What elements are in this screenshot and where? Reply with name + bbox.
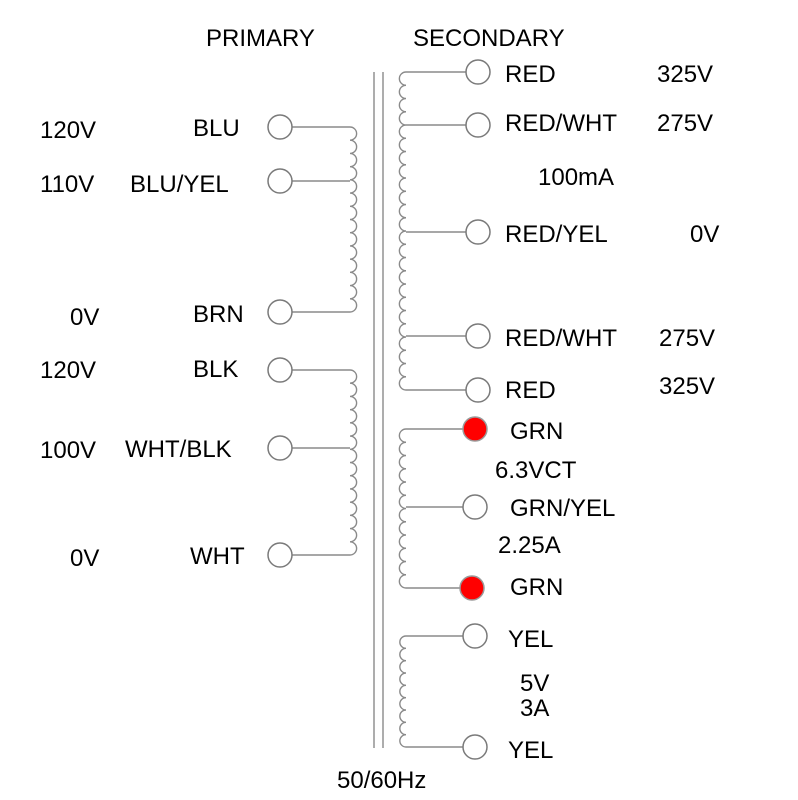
terminal-yel-1 <box>462 623 488 649</box>
terminal-grn-2 <box>459 575 485 601</box>
primary-1-color-2: BLU/YEL <box>130 171 229 198</box>
terminal-yel-2 <box>462 734 488 760</box>
primary-winding-2: 120V BLK 100V WHT/BLK 0V WHT <box>40 356 358 572</box>
transformer-core <box>373 72 384 748</box>
hv-color-5: RED <box>505 377 556 404</box>
primary-2-color-3: WHT <box>190 543 245 570</box>
hv-color-1: RED <box>505 61 556 88</box>
terminal-wht-blk <box>267 435 293 461</box>
heater63-color-1: GRN <box>510 418 563 445</box>
terminal-grn-1 <box>462 416 488 442</box>
heater5-current: 3A <box>520 695 549 722</box>
hv-current: 100mA <box>538 164 614 191</box>
hv-voltage-4: 275V <box>659 325 715 352</box>
secondary-hv-winding: RED 325V RED/WHT 275V 100mA RED/YEL 0V R… <box>398 59 719 404</box>
secondary-6v3-coil <box>398 428 407 589</box>
secondary-header: SECONDARY <box>413 25 565 52</box>
primary-1-coil <box>349 126 358 313</box>
terminal-wht <box>267 542 293 568</box>
terminal-blk <box>267 357 293 383</box>
terminal-red-2 <box>465 377 491 403</box>
heater5-color-2: YEL <box>508 737 553 764</box>
secondary-hv-coil <box>398 71 407 391</box>
primary-1-voltage-1: 120V <box>40 117 96 144</box>
hv-voltage-5: 325V <box>659 373 715 400</box>
frequency-label: 50/60Hz <box>337 767 426 794</box>
primary-1-voltage-2: 110V <box>40 171 94 198</box>
terminal-blu-yel <box>267 168 293 194</box>
secondary-heater-6v3-winding: GRN 6.3VCT GRN/YEL 2.25A GRN <box>398 416 615 601</box>
primary-1-color-3: BRN <box>193 301 244 328</box>
primary-2-voltage-3: 0V <box>70 545 99 572</box>
primary-2-voltage-2: 100V <box>40 437 96 464</box>
hv-voltage-2: 275V <box>657 110 713 137</box>
hv-color-4: RED/WHT <box>505 325 617 352</box>
primary-2-voltage-1: 120V <box>40 357 96 384</box>
heater5-voltage: 5V <box>520 670 549 697</box>
primary-1-color-1: BLU <box>193 115 240 142</box>
hv-color-3: RED/YEL <box>505 221 608 248</box>
primary-winding-1: 120V BLU 110V BLU/YEL 0V BRN <box>40 114 358 331</box>
primary-2-color-2: WHT/BLK <box>125 436 232 463</box>
terminal-blu <box>267 114 293 140</box>
primary-1-voltage-3: 0V <box>70 304 99 331</box>
heater63-voltage: 6.3VCT <box>495 457 577 484</box>
terminal-red-yel <box>465 219 491 245</box>
heater63-current: 2.25A <box>498 532 561 559</box>
secondary-heater-5v-winding: YEL 5V 3A YEL <box>399 623 553 764</box>
heater63-color-3: GRN <box>510 574 563 601</box>
hv-color-2: RED/WHT <box>505 110 617 137</box>
heater63-color-2: GRN/YEL <box>510 495 615 522</box>
primary-2-coil <box>349 369 358 556</box>
terminal-grn-yel <box>462 494 488 520</box>
terminal-red-1 <box>465 59 491 85</box>
heater5-color-1: YEL <box>508 626 553 653</box>
hv-voltage-1: 325V <box>657 61 713 88</box>
primary-2-color-1: BLK <box>193 356 238 383</box>
primary-header: PRIMARY <box>206 25 315 52</box>
terminal-red-wht-1 <box>465 112 491 138</box>
secondary-5v-coil <box>399 635 407 748</box>
terminal-red-wht-2 <box>465 323 491 349</box>
hv-voltage-3: 0V <box>690 221 719 248</box>
terminal-brn <box>267 299 293 325</box>
